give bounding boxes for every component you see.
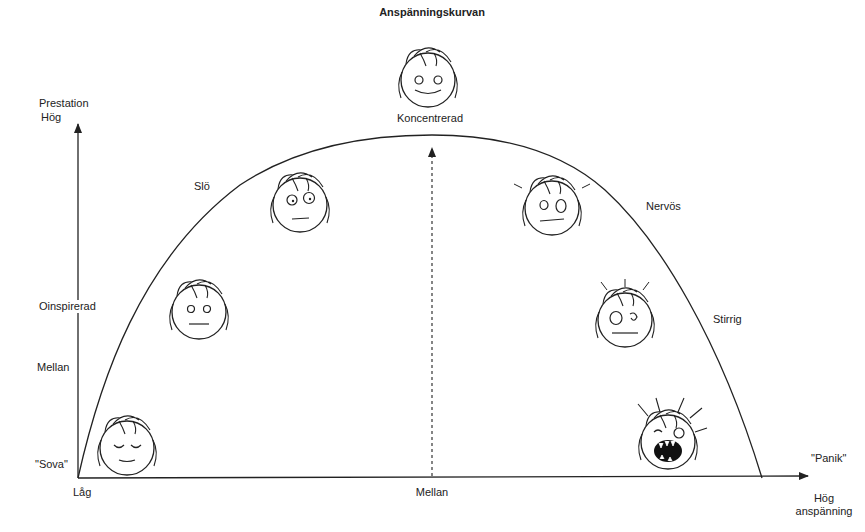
axis-label: Mellan xyxy=(415,486,449,499)
eye xyxy=(434,76,442,84)
tension-curve xyxy=(78,135,762,478)
head xyxy=(523,176,582,235)
axis-label: Låg xyxy=(72,486,92,499)
tension-lines xyxy=(601,279,649,290)
axis-label: "Panik" xyxy=(810,452,847,465)
focused-face xyxy=(399,48,458,107)
pupil xyxy=(309,198,311,200)
eye xyxy=(415,76,423,84)
mouth xyxy=(415,90,441,94)
tension-lines xyxy=(514,184,590,188)
uninspired-face xyxy=(170,280,229,339)
head xyxy=(596,288,655,347)
eye xyxy=(188,306,195,313)
eye xyxy=(540,201,548,210)
panic-face xyxy=(638,398,707,469)
stressed-face xyxy=(596,279,655,347)
axis-label: Oinspirerad xyxy=(38,300,97,313)
sleeping-face xyxy=(98,416,157,475)
axis-label: Stirrig xyxy=(712,313,743,326)
mouth xyxy=(189,323,209,324)
mouth xyxy=(540,219,564,221)
diagram-title: Anspänningskurvan xyxy=(378,6,486,19)
axis-label: "Sova" xyxy=(34,458,69,471)
head xyxy=(399,48,458,107)
head xyxy=(271,173,330,232)
eye xyxy=(610,312,622,325)
mouth xyxy=(612,332,638,333)
axis-label: Nervös xyxy=(645,200,682,213)
open-mouth xyxy=(654,440,682,462)
x-axis xyxy=(78,476,808,478)
axis-label: Prestation xyxy=(38,97,90,110)
dull-face xyxy=(271,173,330,232)
axis-label: Koncentrerad xyxy=(396,112,464,125)
head xyxy=(639,410,698,469)
eye xyxy=(304,193,315,204)
nervous-face xyxy=(514,176,590,235)
axis-label: Hög xyxy=(40,111,62,124)
axis-label: Hög anspänning xyxy=(788,492,860,518)
head xyxy=(98,416,157,475)
eye xyxy=(287,195,297,205)
eye xyxy=(556,200,566,213)
eye xyxy=(654,430,662,432)
face-features xyxy=(114,445,141,462)
teeth xyxy=(659,441,675,461)
pupil xyxy=(292,200,294,202)
mouth xyxy=(292,218,309,219)
peak-arrow xyxy=(431,148,432,476)
axis-label: Mellan xyxy=(36,361,70,374)
eye xyxy=(674,428,684,438)
eye xyxy=(204,306,211,313)
wild-hair xyxy=(638,398,707,432)
axis-label: Slö xyxy=(193,180,211,193)
eye xyxy=(630,313,637,320)
head xyxy=(170,280,229,339)
